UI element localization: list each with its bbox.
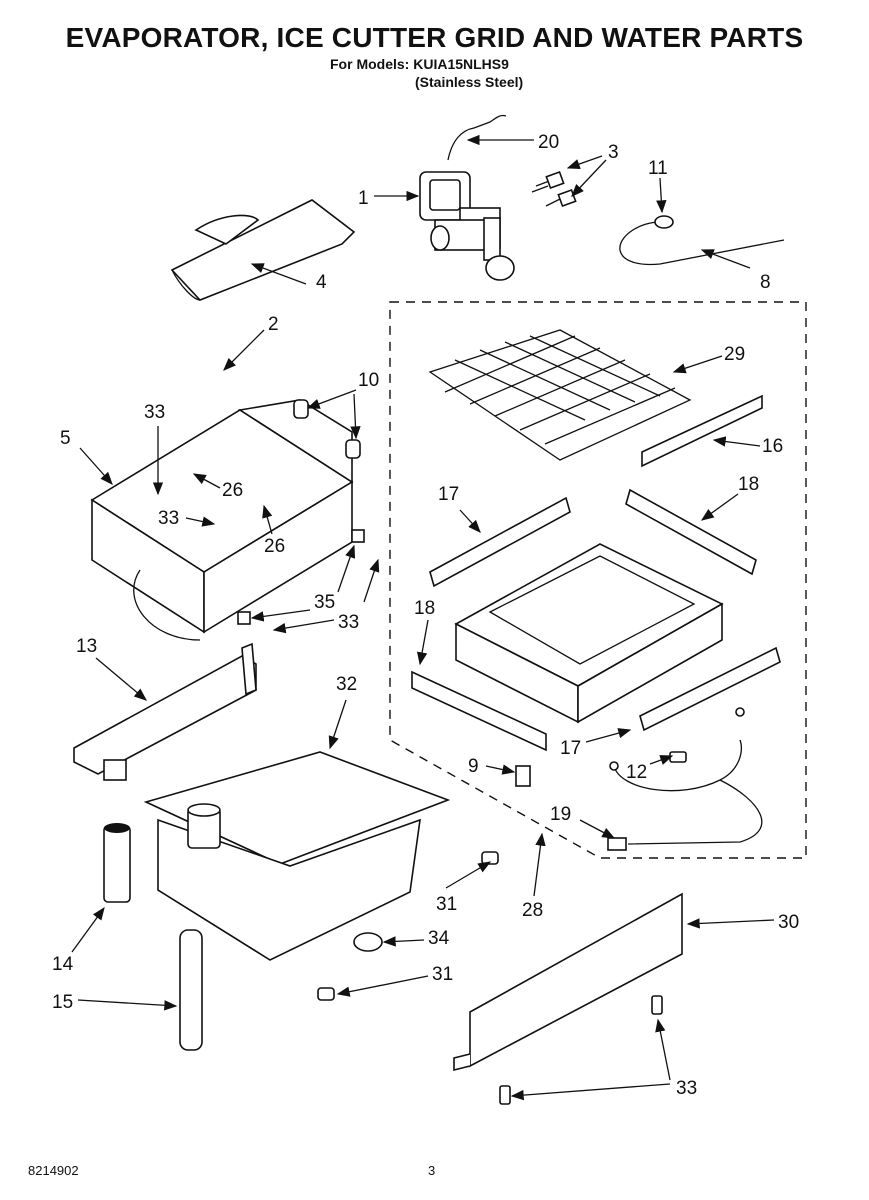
callout-15: 15	[52, 992, 73, 1013]
callout-8: 8	[760, 272, 771, 293]
part-4-drain-trough	[170, 199, 356, 301]
callout-26a: 26	[222, 480, 243, 501]
callout-labels: 1 20 3 11 8 4 2 10 33 5 26 33 26 35 33 1…	[52, 132, 799, 1099]
callout-4: 4	[316, 272, 327, 293]
finish-line: (Stainless Steel)	[415, 74, 524, 90]
part-34-foot	[353, 932, 383, 952]
callout-1: 1	[358, 188, 369, 209]
assembly-box-outline	[389, 301, 807, 859]
part-15-tube	[179, 929, 203, 1051]
callout-33c: 33	[338, 612, 359, 633]
callout-12: 12	[626, 762, 647, 783]
callout-33b: 33	[158, 508, 179, 529]
part-16-strip	[641, 394, 763, 468]
part-19-harness	[607, 707, 763, 851]
callout-30: 30	[778, 912, 799, 933]
callout-14: 14	[52, 954, 74, 975]
callout-16: 16	[762, 436, 783, 457]
part-5-evaporator-housing	[90, 399, 361, 641]
part-17-rail-lower	[639, 646, 781, 732]
callout-31a: 31	[436, 894, 457, 915]
part-31-screws	[317, 851, 499, 1001]
callout-10: 10	[358, 370, 379, 391]
callout-29: 29	[724, 344, 745, 365]
callout-31b: 31	[432, 964, 453, 985]
part-14-filter	[103, 823, 131, 903]
callout-34: 34	[428, 928, 450, 949]
callout-20: 20	[538, 132, 559, 153]
callout-18b: 18	[414, 598, 435, 619]
part-18-rail-lower	[411, 670, 547, 752]
part-13-water-trough	[73, 642, 257, 781]
callout-5: 5	[60, 428, 71, 449]
part-29-evaporator-coil	[428, 329, 692, 461]
callout-17a: 17	[438, 484, 459, 505]
callout-35: 35	[314, 592, 335, 613]
callout-33a: 33	[144, 402, 165, 423]
part-12-screw	[669, 751, 687, 763]
callout-13: 13	[76, 636, 97, 657]
callout-3: 3	[608, 142, 619, 163]
callout-18a: 18	[738, 474, 759, 495]
part-30-panel	[453, 892, 683, 1072]
part-3-screws	[531, 170, 577, 208]
callout-11: 11	[648, 158, 668, 179]
part-1-water-valve	[419, 171, 515, 281]
document-number: 8214902	[28, 1163, 79, 1178]
callout-2: 2	[268, 314, 279, 335]
callout-19: 19	[550, 804, 571, 825]
cutter-grid-frame	[454, 543, 724, 724]
callout-33d: 33	[676, 1078, 697, 1099]
callout-28: 28	[522, 900, 543, 921]
page-number: 3	[428, 1163, 436, 1178]
part-35-clips	[237, 529, 365, 625]
leader-lines	[71, 134, 775, 1101]
page-title: EVAPORATOR, ICE CUTTER GRID AND WATER PA…	[65, 22, 804, 53]
part-32-ice-bin	[143, 751, 451, 961]
part-20-tube	[447, 114, 507, 161]
callout-26b: 26	[264, 536, 285, 557]
callout-9: 9	[468, 756, 479, 777]
part-17-rail-upper	[429, 496, 571, 588]
callout-32: 32	[336, 674, 357, 695]
part-8-fill-tube	[619, 215, 785, 266]
part-9-clip	[515, 765, 531, 787]
models-line: For Models: KUIA15NLHS9	[330, 56, 509, 72]
part-33-screws-lower	[499, 995, 663, 1105]
callout-17b: 17	[560, 738, 581, 759]
part-2-hose	[106, 265, 365, 395]
part-18-rail-upper	[625, 488, 757, 576]
